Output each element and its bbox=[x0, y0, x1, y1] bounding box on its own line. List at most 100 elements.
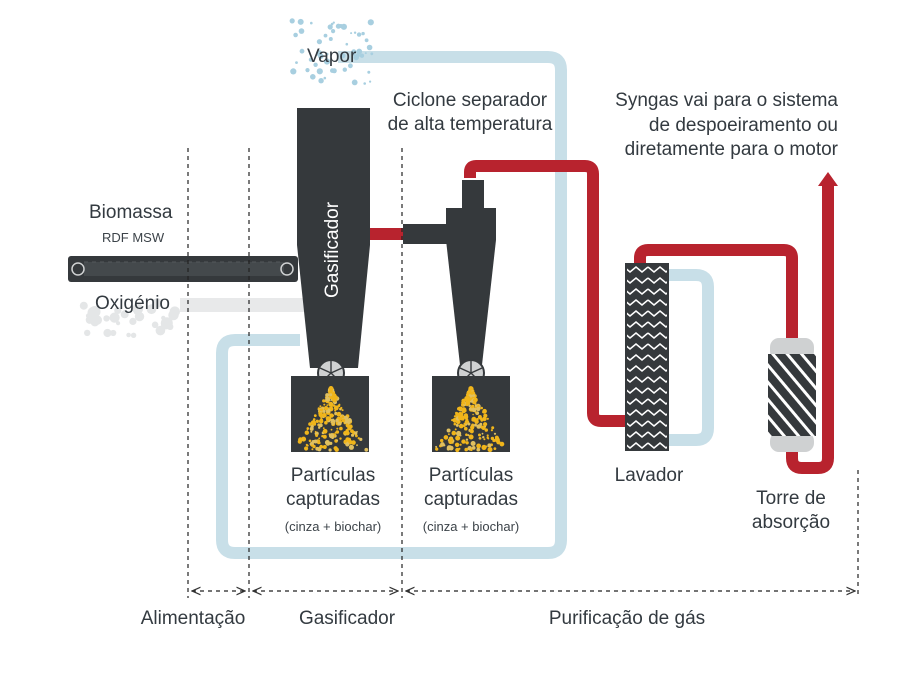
bubble bbox=[350, 32, 353, 35]
particle bbox=[355, 434, 358, 438]
particles-left-line3: (cinza + biochar) bbox=[284, 519, 382, 534]
bubble bbox=[355, 53, 360, 58]
particle bbox=[455, 419, 461, 425]
particle bbox=[451, 430, 457, 436]
particle bbox=[455, 411, 458, 414]
particle bbox=[341, 409, 344, 412]
bubble bbox=[318, 53, 324, 59]
particle bbox=[457, 406, 462, 411]
particle bbox=[321, 435, 324, 438]
absorption-tower bbox=[768, 338, 816, 452]
particle bbox=[453, 422, 457, 426]
particle bbox=[336, 439, 339, 442]
syngas-label-line1: Syngas vai para o sistema bbox=[615, 90, 838, 111]
particle bbox=[470, 404, 475, 409]
bubble bbox=[316, 68, 323, 75]
conveyor-belt bbox=[68, 256, 298, 282]
particle bbox=[476, 424, 482, 429]
particle bbox=[348, 444, 354, 450]
bubble bbox=[331, 29, 336, 34]
bubble bbox=[323, 76, 327, 80]
particle bbox=[474, 423, 477, 427]
bubble bbox=[332, 21, 335, 24]
bubble bbox=[130, 332, 137, 338]
bubble bbox=[109, 312, 120, 323]
particles-right-line3: (cinza + biochar) bbox=[422, 519, 520, 534]
particle bbox=[338, 403, 341, 406]
particle bbox=[322, 412, 327, 418]
particle bbox=[456, 430, 462, 437]
bubble bbox=[293, 32, 298, 38]
bubble bbox=[367, 70, 371, 74]
bubble bbox=[310, 74, 316, 80]
particle bbox=[323, 406, 329, 411]
particle bbox=[455, 447, 460, 453]
bubble bbox=[313, 62, 318, 67]
particle bbox=[499, 441, 505, 447]
syngas-pipe-to-tower bbox=[634, 244, 798, 345]
particle bbox=[331, 397, 337, 403]
particle bbox=[326, 418, 330, 422]
particle bbox=[473, 401, 477, 405]
particle bbox=[331, 423, 334, 426]
bubble bbox=[290, 68, 297, 75]
particle bbox=[325, 393, 330, 398]
particles-left-line2: capturadas bbox=[285, 489, 380, 510]
bubble bbox=[366, 44, 373, 51]
particle bbox=[345, 437, 350, 442]
particle bbox=[334, 447, 339, 452]
particle bbox=[464, 426, 467, 429]
bubble bbox=[308, 57, 313, 62]
particle bbox=[330, 418, 335, 423]
particle bbox=[465, 423, 468, 426]
particle bbox=[490, 429, 493, 432]
bubble bbox=[146, 304, 157, 315]
bubble bbox=[110, 329, 117, 337]
particle bbox=[322, 409, 326, 413]
particle bbox=[330, 428, 333, 431]
particle bbox=[455, 423, 459, 427]
bubble bbox=[132, 303, 144, 315]
particle bbox=[318, 423, 323, 428]
particle bbox=[356, 444, 358, 447]
particle bbox=[471, 446, 476, 450]
particle bbox=[297, 439, 302, 444]
particle bbox=[357, 437, 360, 440]
particle bbox=[320, 410, 322, 413]
bubble bbox=[151, 321, 159, 329]
particle bbox=[335, 430, 340, 434]
particle bbox=[323, 403, 326, 406]
particle bbox=[328, 433, 335, 439]
particle bbox=[312, 418, 316, 421]
bubble bbox=[318, 78, 324, 84]
particle bbox=[458, 415, 464, 421]
particle bbox=[359, 437, 363, 441]
particle bbox=[472, 398, 477, 402]
particle bbox=[313, 414, 317, 417]
particle bbox=[319, 405, 322, 408]
bubble bbox=[126, 332, 131, 338]
particle bbox=[459, 443, 462, 446]
particle bbox=[463, 414, 469, 420]
absorption-label-line2: absorção bbox=[751, 512, 831, 533]
bubble bbox=[340, 23, 347, 30]
particle bbox=[347, 426, 352, 431]
particle bbox=[306, 444, 309, 447]
bubble bbox=[361, 31, 365, 36]
particle bbox=[309, 426, 314, 431]
particle bbox=[465, 400, 471, 405]
particle bbox=[345, 430, 350, 436]
absorption-label-line1: Torre de bbox=[756, 488, 826, 509]
particle bbox=[474, 404, 478, 407]
bubble bbox=[323, 58, 331, 65]
bubble bbox=[134, 311, 145, 322]
particle bbox=[465, 433, 468, 437]
particle bbox=[319, 420, 322, 423]
particle bbox=[479, 417, 482, 420]
particle bbox=[326, 404, 329, 406]
scrubber-water-loop bbox=[668, 269, 714, 446]
particle bbox=[462, 418, 465, 421]
scrubber bbox=[625, 263, 669, 451]
bubble bbox=[79, 301, 88, 310]
particle bbox=[318, 426, 321, 429]
